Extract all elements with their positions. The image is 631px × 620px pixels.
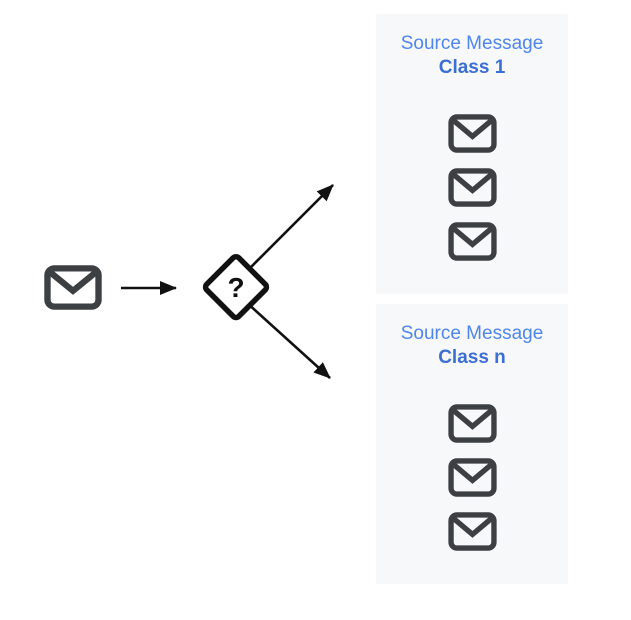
email-icon xyxy=(448,404,497,443)
email-icon xyxy=(448,512,497,551)
class-box-1-title-line2: Class 1 xyxy=(438,57,506,78)
class-box-n-messages xyxy=(448,404,497,551)
question-mark-label: ? xyxy=(227,272,244,303)
class-box-1-messages xyxy=(448,114,497,261)
class-box-n-title-line1: Source Message xyxy=(400,323,544,344)
class-box-n-title: Source Message Class n xyxy=(401,322,544,370)
email-icon xyxy=(448,458,497,497)
email-icon xyxy=(448,168,497,207)
class-box-n-title-line2: Class n xyxy=(438,347,506,368)
email-icon xyxy=(47,268,98,306)
class-box-1: Source Message Class 1 xyxy=(376,14,568,294)
decision-diamond: ? xyxy=(202,253,270,321)
arrow-to-class-n-icon xyxy=(245,301,331,379)
class-box-1-title-line1: Source Message xyxy=(400,33,544,54)
class-box-1-title: Source Message Class 1 xyxy=(401,32,544,80)
email-icon xyxy=(448,114,497,153)
arrow-to-class-1-icon xyxy=(244,184,334,274)
class-box-n: Source Message Class n xyxy=(376,304,568,584)
email-icon xyxy=(448,222,497,261)
